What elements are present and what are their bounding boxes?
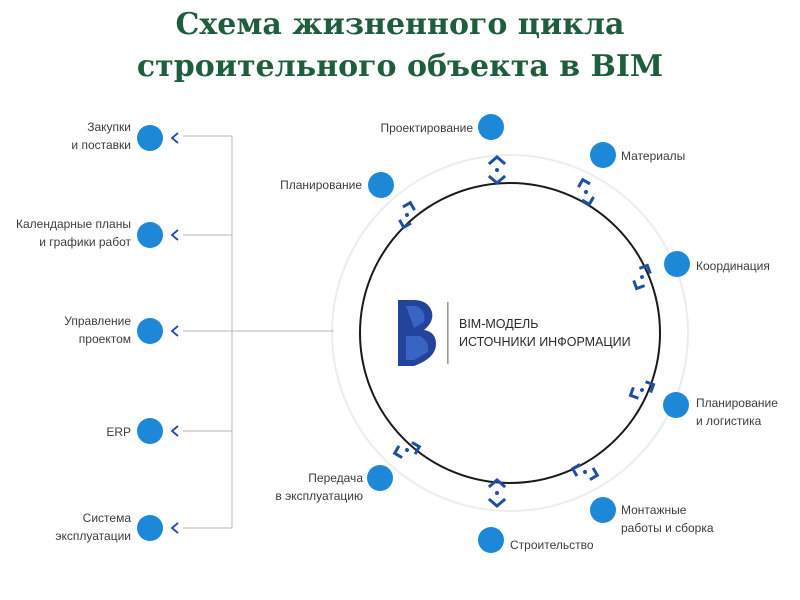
bracket-arrow-icon	[487, 478, 507, 508]
chevron-left-icon	[170, 522, 179, 534]
cycle-node-label: в эксплуатацию	[275, 489, 363, 503]
cycle-node-label: и логистика	[696, 414, 762, 428]
bracket-arrow-icon	[632, 263, 652, 291]
bracket-arrow-icon	[577, 177, 595, 207]
left-item-schedules: Календарные планы и графики работ	[16, 217, 179, 249]
left-item-procurement: Закупки и поставки	[71, 120, 179, 152]
cycle-node-construction: Строительство	[478, 527, 594, 553]
chevron-left-icon	[170, 132, 179, 144]
node-dot	[137, 222, 163, 248]
center-label-line-2: ИСТОЧНИКИ ИНФОРМАЦИИ	[459, 335, 631, 349]
cycle-node-label: Координация	[696, 259, 770, 273]
center-block: BIM-МОДЕЛЬ ИСТОЧНИКИ ИНФОРМАЦИИ	[398, 300, 631, 366]
left-item-label: ERP	[106, 425, 131, 439]
left-item-project-management: Управление проектом	[64, 314, 179, 346]
cycle-node-coordination: Координация	[664, 251, 770, 277]
cycle-node-design: Проектирование	[381, 114, 504, 140]
node-dot	[368, 172, 394, 198]
node-dot	[137, 125, 163, 151]
cycle-node-label: Передача	[308, 471, 363, 485]
left-item-label: Закупки	[87, 120, 131, 134]
center-label-line-1: BIM-МОДЕЛЬ	[459, 317, 538, 331]
bracket-arrow-icon	[487, 155, 507, 185]
cycle-node-planning-logistics: Планирование и логистика	[663, 392, 778, 428]
title-line-1: Схема жизненного цикла	[175, 7, 625, 42]
left-item-label: проектом	[79, 332, 131, 346]
cycle-node-label: Строительство	[510, 538, 594, 552]
left-connector	[183, 135, 334, 529]
left-item-label: и графики работ	[39, 235, 131, 249]
flow-markers	[392, 155, 656, 508]
cycle-node-materials: Материалы	[590, 142, 685, 168]
node-dot	[137, 318, 163, 344]
cycle-node-label: Планирование	[280, 178, 362, 192]
chevron-left-icon	[170, 425, 179, 437]
cycle-node-label: Монтажные	[621, 503, 687, 517]
page-title: Схема жизненного цикла строительного объ…	[0, 4, 800, 88]
cycle-node-planning: Планирование	[280, 172, 394, 198]
node-dot	[478, 527, 504, 553]
bim-logo	[398, 300, 449, 366]
node-dot	[663, 392, 689, 418]
left-item-label: Система	[83, 511, 132, 525]
node-dot	[367, 465, 393, 491]
node-dot	[137, 418, 163, 444]
bracket-arrow-icon	[628, 380, 656, 400]
bracket-arrow-icon	[398, 200, 416, 230]
outer-ring	[331, 154, 689, 512]
cycle-node-label: работы и сборка	[621, 521, 714, 535]
left-item-label: Управление	[64, 314, 131, 328]
title-line-2: строительного объекта в BIM	[136, 49, 664, 84]
cycle-node-assembly: Монтажные работы и сборка	[590, 497, 714, 535]
chevron-left-icon	[170, 229, 179, 241]
left-item-erp: ERP	[106, 418, 179, 444]
cycle-node-label: Проектирование	[381, 121, 474, 135]
bracket-arrow-icon	[392, 441, 422, 459]
left-item-label: Календарные планы	[16, 217, 131, 231]
node-dot	[137, 515, 163, 541]
node-dot	[590, 142, 616, 168]
node-dot	[478, 114, 504, 140]
cycle-node-label: Материалы	[621, 149, 685, 163]
bracket-arrow-icon	[570, 463, 600, 481]
node-dot	[664, 251, 690, 277]
cycle-ring	[359, 182, 661, 484]
node-dot	[590, 497, 616, 523]
chevron-left-icon	[170, 325, 179, 337]
left-item-label: и поставки	[71, 138, 131, 152]
center-divider	[447, 302, 449, 364]
left-item-operation-system: Система эксплуатации	[55, 511, 179, 543]
left-item-label: эксплуатации	[55, 529, 131, 543]
cycle-node-handover: Передача в эксплуатацию	[275, 465, 393, 503]
cycle-node-label: Планирование	[696, 396, 778, 410]
